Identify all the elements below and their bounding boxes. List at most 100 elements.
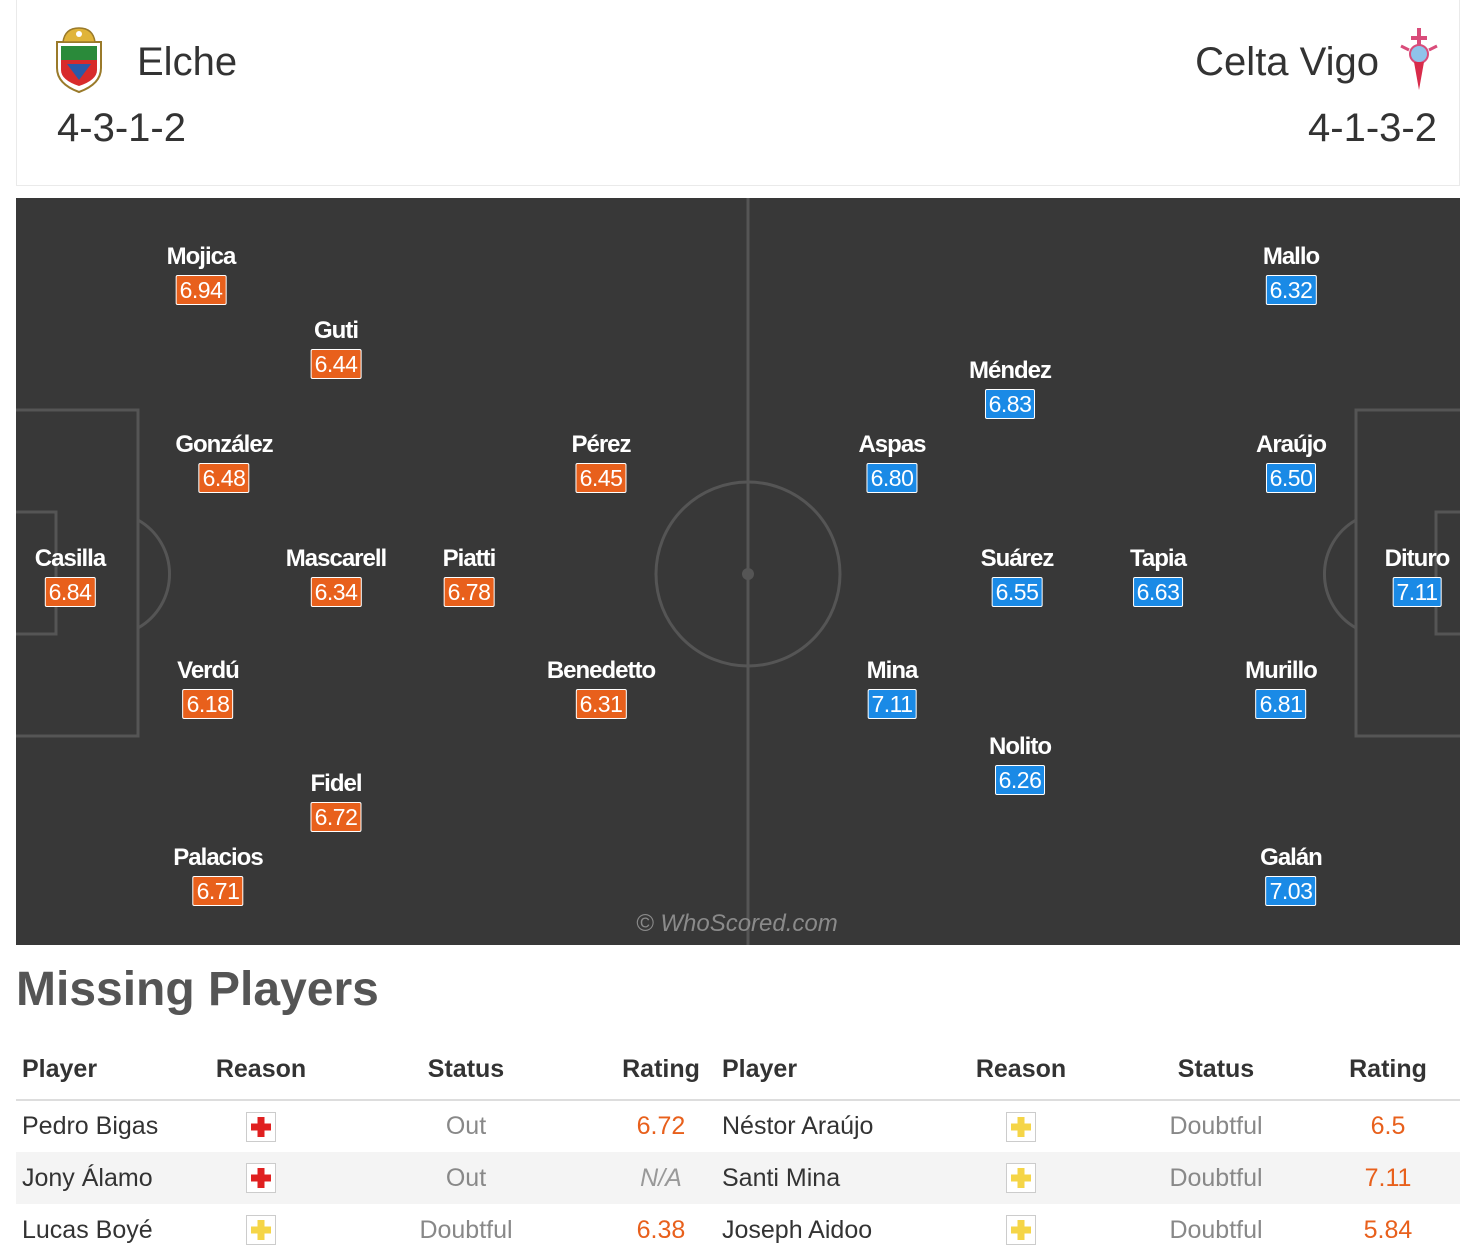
- doubt-icon: [1006, 1215, 1036, 1246]
- pitch-markings: [16, 198, 1460, 945]
- player-name: Fidel: [310, 770, 362, 797]
- player-rating-badge: 6.72: [310, 802, 362, 832]
- player-rating-badge: 6.63: [1132, 577, 1184, 607]
- home-player[interactable]: Palacios 6.71: [173, 844, 264, 906]
- player-rating: 5.84: [1363, 1215, 1413, 1244]
- missing-player-name[interactable]: Jony Álamo: [16, 1152, 196, 1204]
- player-name: Tapia: [1130, 545, 1187, 572]
- home-player[interactable]: Casilla 6.84: [34, 545, 106, 607]
- missing-players-title: Missing Players: [16, 963, 379, 1016]
- table-row: Pedro Bigas Out 6.72 Néstor Araújo Doubtful 6…: [16, 1100, 1460, 1152]
- away-player[interactable]: Murillo 6.81: [1245, 657, 1318, 719]
- player-name: Galán: [1260, 844, 1323, 871]
- missing-player-name[interactable]: Néstor Araújo: [722, 1112, 874, 1140]
- player-status: Out: [445, 1112, 487, 1140]
- column-header-reason[interactable]: Reason: [196, 1040, 326, 1101]
- player-rating-badge: 6.84: [44, 577, 96, 607]
- player-rating-badge: 6.78: [443, 577, 495, 607]
- player-name: Mascarell: [285, 545, 387, 572]
- celta-crest-icon: [1400, 28, 1438, 90]
- column-header-rating[interactable]: Rating: [1316, 1040, 1460, 1101]
- player-rating-badge: 6.45: [575, 463, 627, 493]
- player-rating-badge: 6.31: [575, 689, 627, 719]
- away-player[interactable]: Tapia 6.63: [1130, 545, 1187, 607]
- player-rating-badge: 6.18: [182, 689, 234, 719]
- match-header: Elche 4-3-1-2 Celta Vigo 4-1-3-2: [16, 0, 1460, 186]
- player-rating: 6.38: [636, 1215, 686, 1244]
- column-header-rating[interactable]: Rating: [606, 1040, 716, 1101]
- home-formation: 4-3-1-2: [57, 106, 186, 150]
- player-name: Mina: [866, 657, 919, 684]
- player-rating-badge: 7.11: [1392, 577, 1442, 607]
- player-rating-badge: 6.50: [1265, 463, 1317, 493]
- home-player[interactable]: Mojica 6.94: [167, 243, 236, 305]
- column-header-player[interactable]: Player: [716, 1040, 926, 1101]
- player-rating-badge: 6.71: [192, 876, 244, 906]
- away-player[interactable]: Mina 7.11: [867, 657, 918, 719]
- missing-player-name[interactable]: Pedro Bigas: [22, 1112, 159, 1140]
- missing-player-name[interactable]: Santi Mina: [716, 1152, 926, 1204]
- doubt-icon: [1006, 1163, 1036, 1194]
- player-rating-badge: 6.48: [198, 463, 250, 493]
- player-name: Casilla: [34, 545, 106, 572]
- column-header-reason[interactable]: Reason: [926, 1040, 1116, 1101]
- away-player[interactable]: Nolito 6.26: [989, 733, 1052, 795]
- player-name: Nolito: [989, 733, 1052, 760]
- player-name: Mojica: [166, 243, 237, 270]
- player-rating: N/A: [606, 1152, 716, 1204]
- away-team-name[interactable]: Celta Vigo: [1195, 40, 1379, 84]
- player-status: Doubtful: [1169, 1112, 1263, 1140]
- doubt-icon: [246, 1215, 276, 1246]
- reason-cell: [926, 1100, 1116, 1152]
- player-rating-badge: 6.80: [866, 463, 918, 493]
- away-formation: 4-1-3-2: [1308, 106, 1437, 150]
- player-rating: 6.72: [636, 1112, 686, 1140]
- player-status: Doubtful: [1116, 1152, 1316, 1204]
- player-rating-badge: 7.11: [867, 689, 917, 719]
- player-name: Murillo: [1245, 657, 1318, 684]
- whoscored-watermark: © WhoScored.com: [636, 910, 838, 937]
- reason-cell: [926, 1152, 1116, 1204]
- doubt-icon: [1006, 1111, 1036, 1142]
- home-player[interactable]: Guti 6.44: [310, 317, 362, 379]
- home-player[interactable]: Piatti 6.78: [443, 545, 496, 607]
- player-rating-badge: 6.26: [994, 765, 1046, 795]
- missing-player-name[interactable]: Lucas Boyé: [22, 1215, 153, 1244]
- player-rating-badge: 6.34: [310, 577, 362, 607]
- player-name: Guti: [313, 317, 359, 344]
- player-rating-badge: 6.81: [1255, 689, 1307, 719]
- injury-icon: [246, 1163, 276, 1194]
- column-header-status[interactable]: Status: [1116, 1040, 1316, 1101]
- player-name: Piatti: [442, 545, 497, 572]
- player-name: Palacios: [173, 844, 263, 871]
- missing-players-table: Player Reason Status Rating Player Reaso…: [16, 1040, 1460, 1256]
- player-rating-badge: 6.55: [991, 577, 1043, 607]
- home-player[interactable]: Mascarell 6.34: [285, 545, 387, 607]
- player-rating-badge: 6.94: [175, 275, 227, 305]
- player-rating-badge: 6.32: [1265, 275, 1317, 305]
- missing-player-name[interactable]: Joseph Aidoo: [722, 1215, 873, 1244]
- home-player[interactable]: Fidel 6.72: [310, 770, 363, 832]
- player-status: Doubtful: [419, 1215, 513, 1244]
- home-team-name[interactable]: Elche: [137, 40, 238, 84]
- player-rating: 6.5: [1370, 1112, 1406, 1140]
- injury-icon: [246, 1111, 276, 1142]
- column-header-status[interactable]: Status: [326, 1040, 606, 1101]
- player-name: Méndez: [968, 357, 1052, 384]
- column-header-player[interactable]: Player: [16, 1040, 196, 1101]
- player-rating-badge: 6.44: [310, 349, 362, 379]
